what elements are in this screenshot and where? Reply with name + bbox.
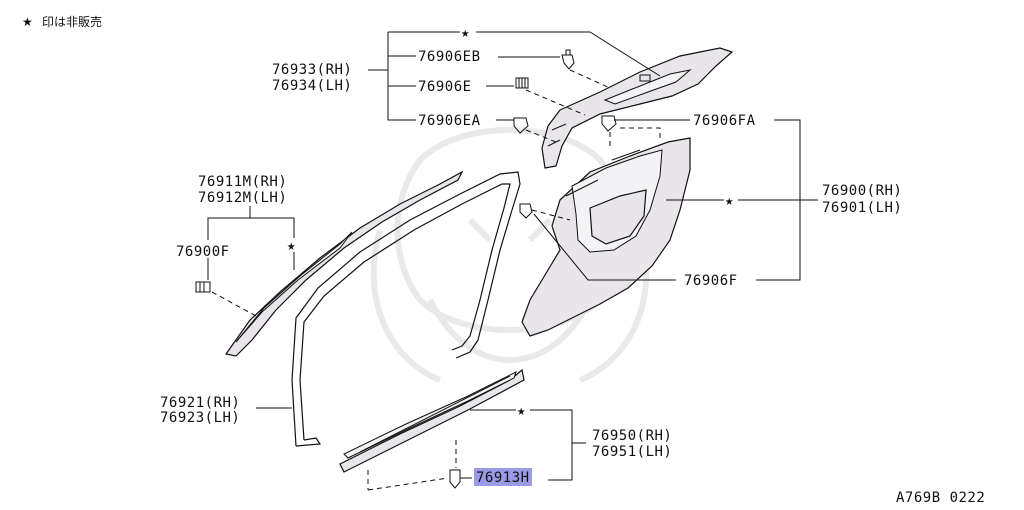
diagram-code: A769B 0222 [896, 490, 985, 506]
clip-76906FA [601, 115, 617, 132]
label-76906EA[interactable]: 76906EA [418, 113, 481, 129]
upper-pillar-finisher [541, 47, 734, 169]
label-76911M[interactable]: 76911M(RH) [198, 174, 287, 190]
label-76901[interactable]: 76901(LH) [822, 200, 902, 216]
clip-76906F [519, 203, 533, 219]
label-76906F[interactable]: 76906F [684, 273, 738, 289]
label-76950[interactable]: 76950(RH) [592, 428, 672, 444]
label-76906FA[interactable]: 76906FA [693, 113, 756, 129]
star-mark-rear-trim: ★ [725, 193, 734, 209]
note-text: 印は非販売 [42, 14, 102, 29]
label-76921[interactable]: 76921(RH) [160, 395, 240, 411]
label-76933[interactable]: 76933(RH) [272, 62, 352, 78]
star-mark-upper: ★ [461, 25, 470, 41]
label-76951[interactable]: 76951(LH) [592, 444, 672, 460]
clip-76906EA [513, 117, 529, 134]
label-76906EB[interactable]: 76906EB [418, 49, 481, 65]
weatherstrip [291, 171, 521, 447]
leader-lines [207, 31, 818, 491]
label-76906E[interactable]: 76906E [418, 79, 472, 95]
label-76900[interactable]: 76900(RH) [822, 183, 902, 199]
star-mark-front-pillar: ★ [287, 238, 296, 254]
clip-76906E [515, 77, 529, 89]
star-mark-kicking-plate: ★ [517, 403, 526, 419]
label-76900F[interactable]: 76900F [176, 244, 230, 260]
front-pillar-finisher [224, 170, 464, 357]
highlight-76913H[interactable] [474, 468, 532, 486]
note-star: ★ [22, 15, 33, 29]
clip-76906EB [561, 49, 575, 70]
label-76912M[interactable]: 76912M(LH) [198, 190, 287, 206]
rear-side-trim [521, 137, 691, 337]
label-76923[interactable]: 76923(LH) [160, 410, 240, 426]
kicking-plate [339, 368, 525, 473]
label-76913H[interactable]: 76913H [476, 470, 530, 486]
label-76934[interactable]: 76934(LH) [272, 78, 352, 94]
clip-76913H [449, 469, 461, 489]
clip-76900F [195, 281, 211, 293]
